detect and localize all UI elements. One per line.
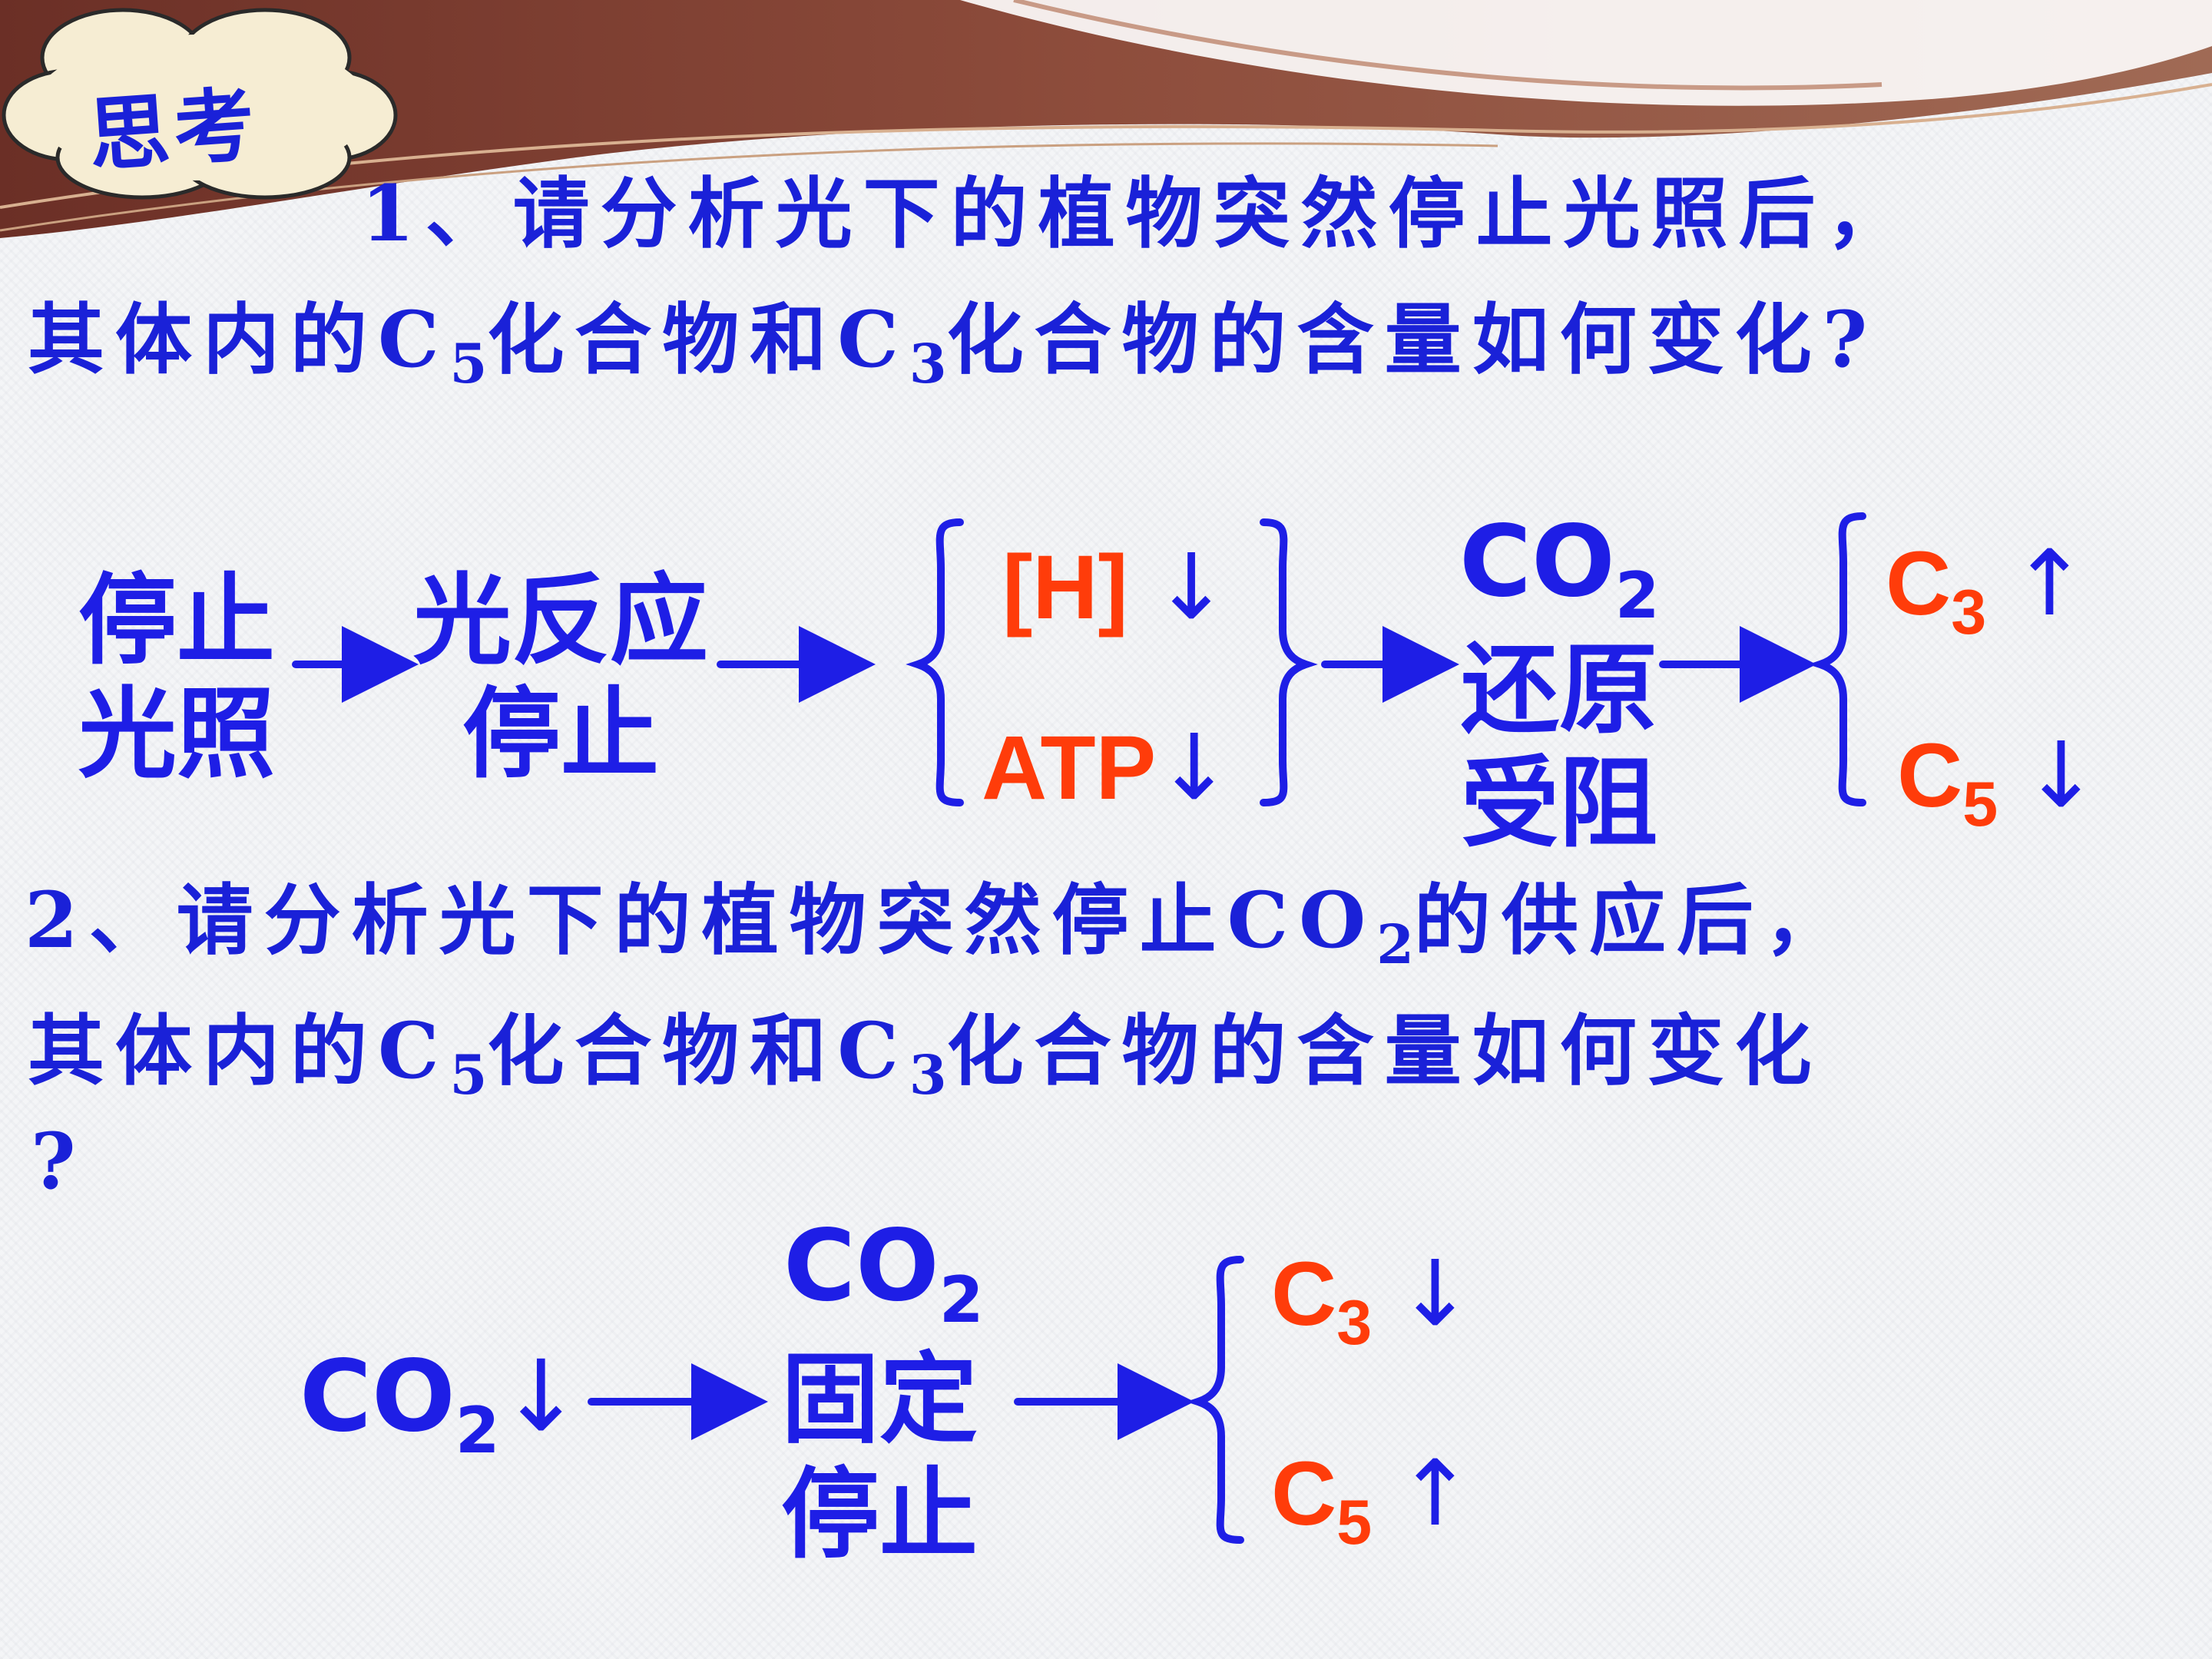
- atp-decrease: ATP↓: [982, 714, 1233, 820]
- question-1-line-2: 其体内的C5化合物和C3化合物的含量如何变化?: [28, 294, 1879, 396]
- co2-label-2: CO2: [783, 1209, 984, 1338]
- c5-increase: C5 ↑: [1271, 1440, 1473, 1558]
- node-light-reaction-stop: 光反应停止: [412, 564, 708, 792]
- question-2-line-1: 2、请分析光下的植物突然停止CO2的供应后，: [25, 875, 1852, 976]
- node-stop-light: 停止光照: [78, 564, 275, 792]
- cloud-badge-icon: [2, 8, 398, 200]
- top-banner: [0, 0, 2212, 238]
- question-2-line-3: ?: [31, 1116, 87, 1207]
- question-1-line-1: 1、请分析光下的植物突然停止光照后，: [361, 168, 1914, 259]
- node-fixation-stop: 固定停止: [780, 1343, 978, 1572]
- node-reduction-blocked: 还原受阻: [1460, 633, 1657, 861]
- heading-label: 思考: [85, 76, 263, 184]
- question-2-line-2: 其体内的C5化合物和C3化合物的含量如何变化: [28, 1005, 1823, 1107]
- c3-increase: C3 ↑: [1886, 530, 2088, 647]
- co2-decrease: CO2↓: [300, 1339, 582, 1469]
- c5-decrease: C5 ↓: [1897, 722, 2099, 839]
- co2-label-1: CO2: [1459, 505, 1660, 634]
- h-decrease: [H] ↓: [1002, 534, 1230, 640]
- c3-decrease: C3 ↓: [1271, 1240, 1473, 1358]
